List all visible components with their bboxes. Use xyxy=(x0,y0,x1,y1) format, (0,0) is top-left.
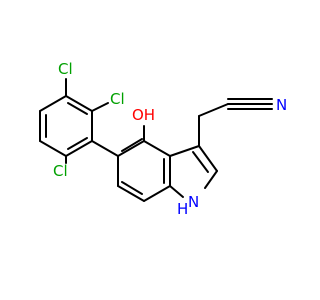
bond xyxy=(169,145,200,157)
bond xyxy=(143,185,171,202)
nitrile-nitrogen-label: N xyxy=(276,96,287,114)
bond xyxy=(117,140,145,157)
bond xyxy=(65,95,93,112)
bond xyxy=(117,185,145,202)
bond-layer xyxy=(39,78,273,202)
hydroxyl-label: OH xyxy=(132,106,155,124)
bond xyxy=(39,140,67,157)
bond xyxy=(121,138,143,152)
chlorine-label-top: Cl xyxy=(58,60,73,78)
bond xyxy=(169,185,184,198)
bond xyxy=(204,170,218,189)
atom-label-layer: Cl Cl Cl OH N N H xyxy=(53,60,287,218)
bond xyxy=(91,102,109,112)
bond xyxy=(67,102,88,115)
indole-hydrogen-label: H xyxy=(177,200,188,218)
indole-nitrogen-label: N xyxy=(188,193,199,211)
bond xyxy=(91,140,119,157)
chlorine-label-bottom: Cl xyxy=(53,162,68,180)
structure-canvas: Cl Cl Cl OH N N H xyxy=(39,60,287,218)
bond xyxy=(198,103,229,117)
bond xyxy=(121,181,143,195)
bond xyxy=(143,140,171,157)
bond xyxy=(192,151,209,173)
chlorine-label-middle: Cl xyxy=(110,90,125,108)
bond xyxy=(67,137,88,150)
bond xyxy=(39,95,67,112)
molecule-structure: Cl Cl Cl OH N N H xyxy=(39,60,287,218)
bond xyxy=(65,140,93,157)
bond xyxy=(198,145,218,172)
